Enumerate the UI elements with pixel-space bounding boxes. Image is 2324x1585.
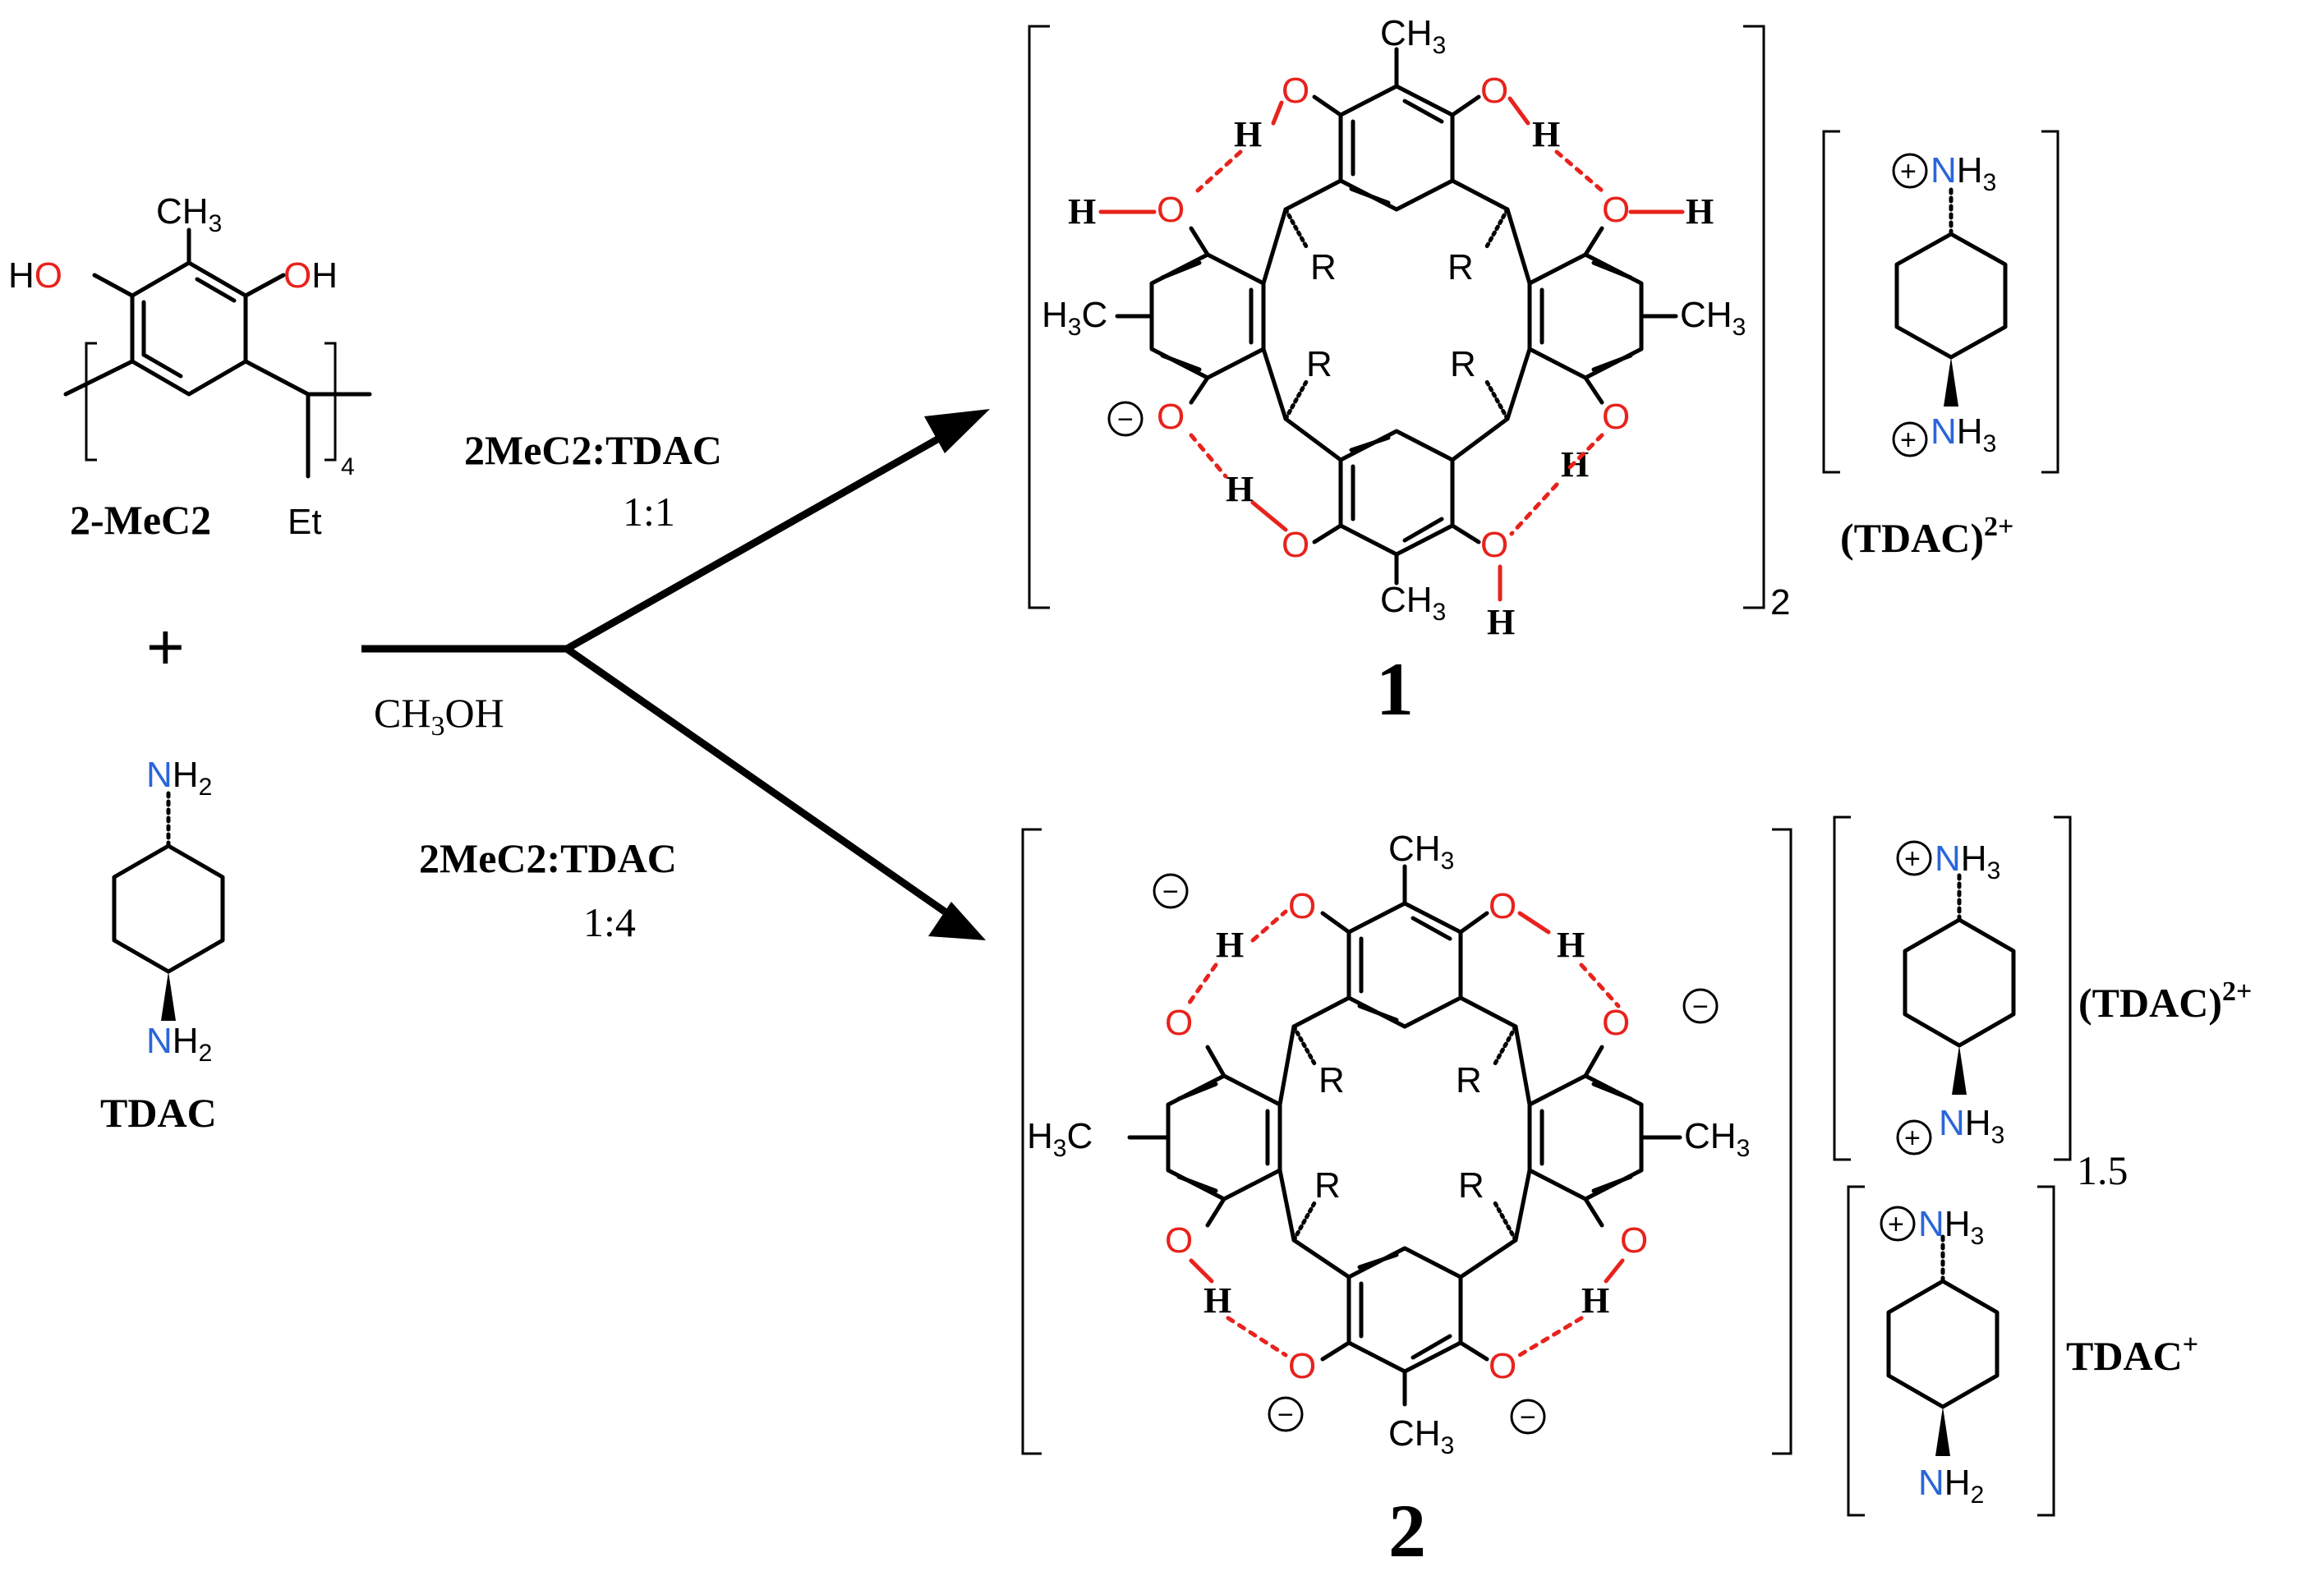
p2-ring-right xyxy=(1527,1073,1644,1201)
p2-oxygen-2: O xyxy=(1489,886,1516,926)
solvent-label: CH3OH xyxy=(374,690,504,742)
bottom-ratio-value: 1:4 xyxy=(583,899,636,945)
p1-h-3: H xyxy=(1068,191,1096,232)
p1-oxygen-8: O xyxy=(1480,525,1508,565)
top-ratio-value: 1:1 xyxy=(623,489,675,535)
p1-cation-top-amine: NH3 xyxy=(1931,150,1996,196)
p2-r-group-4: R xyxy=(1458,1165,1484,1206)
r1-compound-label: 2-MeC2 xyxy=(70,497,211,543)
p1-bracket-subscript: 2 xyxy=(1770,582,1790,623)
p2-h-1: H xyxy=(1216,925,1244,965)
p2-h-2: H xyxy=(1557,925,1585,965)
p2-oxygen-3: O xyxy=(1165,1003,1193,1043)
p2-cation1-plus-1: + xyxy=(1904,843,1921,875)
p2-cation2-bottom-amine: NH2 xyxy=(1918,1463,1984,1509)
reactant-2mec2: CH3 HO OH 4 Et 2-MeC2 xyxy=(8,191,372,543)
p1-minus-charge: − xyxy=(1117,404,1134,435)
p2-h-3: H xyxy=(1203,1280,1231,1321)
reactant-tdac: NH2 NH2 TDAC xyxy=(100,755,225,1136)
p2-cation2-plus: + xyxy=(1888,1209,1904,1240)
p2-oxygen-8: O xyxy=(1489,1346,1516,1386)
r2-top-amine: NH2 xyxy=(146,755,212,801)
p1-r-group-2: R xyxy=(1447,247,1474,287)
p1-cation-plus-1: + xyxy=(1900,156,1917,187)
p2-h-4: H xyxy=(1581,1280,1609,1321)
p1-h-7: H xyxy=(1487,602,1515,642)
p2-minus-3: − xyxy=(1277,1399,1294,1431)
p2-ring-left xyxy=(1166,1073,1282,1201)
product-1: 2 xyxy=(1028,13,2059,731)
p1-ring-left xyxy=(1149,252,1266,380)
p1-compound-number: 1 xyxy=(1376,647,1414,731)
p1-h-2: H xyxy=(1532,114,1560,154)
p1-r-group-4: R xyxy=(1450,344,1476,384)
p2-methyl-top: CH3 xyxy=(1388,829,1454,875)
p1-oxygen-1: O xyxy=(1282,71,1309,111)
p1-ring-bottom xyxy=(1338,429,1455,557)
reaction-arrows xyxy=(361,409,990,940)
r1-repeat-count: 4 xyxy=(341,453,355,480)
p1-ring-top xyxy=(1338,84,1455,212)
p2-r-group-3: R xyxy=(1314,1165,1341,1206)
p2-compound-number: 2 xyxy=(1388,1489,1426,1573)
p1-oxygen-2: O xyxy=(1480,71,1508,111)
p2-oxygen-7: O xyxy=(1288,1346,1316,1386)
p1-cation-label: (TDAC)2+ xyxy=(1840,512,2013,561)
p1-cation-plus-2: + xyxy=(1900,425,1917,456)
p2-cation1-subscript: 1.5 xyxy=(2077,1147,2128,1193)
p2-methyl-bottom: CH3 xyxy=(1388,1413,1454,1459)
p1-h-5: H xyxy=(1226,469,1254,509)
r2-compound-label: TDAC xyxy=(100,1090,217,1136)
p2-cation2-top-amine: NH3 xyxy=(1918,1204,1984,1250)
p1-ring-right xyxy=(1527,252,1644,380)
r1-oh-left: HO xyxy=(8,255,62,296)
bottom-ratio-label: 2MeC2:TDAC xyxy=(419,835,677,881)
p2-cation1-top-amine: NH3 xyxy=(1935,838,2000,884)
p2-cation1-label: (TDAC)2+ xyxy=(2078,976,2252,1026)
p1-oxygen-5: O xyxy=(1157,397,1185,437)
p2-methyl-right: CH3 xyxy=(1684,1116,1750,1162)
p2-oxygen-4: O xyxy=(1602,1003,1630,1043)
p2-methyl-left: H3C xyxy=(1027,1116,1093,1162)
p2-minus-1: − xyxy=(1162,876,1179,907)
p2-ring-top xyxy=(1346,901,1463,1029)
p2-minus-2: − xyxy=(1692,991,1709,1022)
r1-methyl-label: CH3 xyxy=(156,191,222,237)
p2-cation1-plus-2: + xyxy=(1904,1123,1921,1154)
p2-cation2-label: TDAC+ xyxy=(2066,1330,2198,1379)
p2-oxygen-6: O xyxy=(1620,1220,1648,1261)
p2-oxygen-5: O xyxy=(1165,1220,1193,1261)
p2-oxygen-1: O xyxy=(1288,886,1316,926)
p2-r-group-2: R xyxy=(1456,1060,1482,1100)
r2-bottom-amine: NH2 xyxy=(146,1021,212,1067)
p1-methyl-top: CH3 xyxy=(1380,13,1446,59)
p2-ring-bottom xyxy=(1346,1246,1463,1374)
r1-ethyl-label: Et xyxy=(288,502,322,542)
product-2: R R R R CH3 CH3 H3C CH3 O O O O O O O O … xyxy=(1021,815,2252,1573)
p2-r-group-1: R xyxy=(1318,1060,1345,1100)
r1-oh-right: OH xyxy=(283,255,338,296)
p1-h-1: H xyxy=(1234,114,1262,154)
p1-oxygen-3: O xyxy=(1157,190,1185,230)
p1-r-group-3: R xyxy=(1306,344,1332,384)
top-ratio-label: 2MeC2:TDAC xyxy=(464,427,722,473)
p1-methyl-bottom: CH3 xyxy=(1380,580,1446,626)
p1-cation-bottom-amine: NH3 xyxy=(1931,411,1996,457)
p1-r-group-1: R xyxy=(1310,247,1337,287)
p1-methyl-right: CH3 xyxy=(1680,295,1746,341)
p2-cation1-bottom-amine: NH3 xyxy=(1939,1103,2004,1149)
p2-minus-4: − xyxy=(1520,1402,1536,1433)
plus-sign: + xyxy=(146,610,185,683)
p1-oxygen-4: O xyxy=(1602,190,1630,230)
p1-methyl-left: H3C xyxy=(1042,295,1107,341)
p1-oxygen-6: O xyxy=(1602,397,1630,437)
p1-h-4: H xyxy=(1686,191,1714,232)
